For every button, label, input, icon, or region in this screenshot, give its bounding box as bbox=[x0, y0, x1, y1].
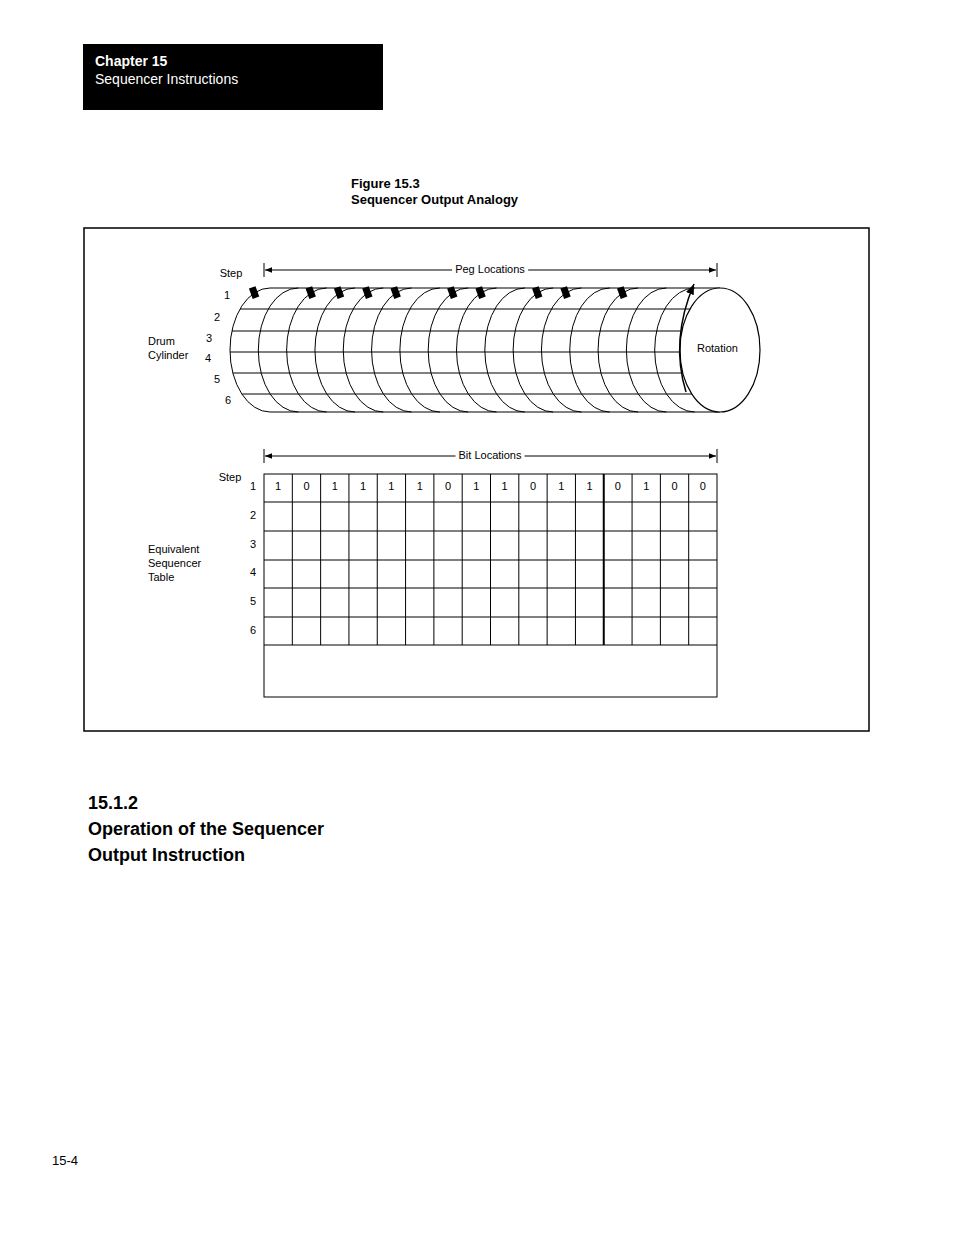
bit-value: 1 bbox=[473, 480, 479, 494]
bit-value: 1 bbox=[388, 480, 394, 494]
step-number: 3 bbox=[206, 332, 212, 346]
drum-cylinder bbox=[230, 286, 720, 412]
bit-value: 0 bbox=[445, 480, 451, 494]
bit-value: 1 bbox=[332, 480, 338, 494]
rotation-arrow bbox=[680, 284, 694, 392]
bit-value: 1 bbox=[558, 480, 564, 494]
drum-end bbox=[680, 288, 760, 412]
step-number: 5 bbox=[250, 595, 256, 609]
step-number: 3 bbox=[250, 538, 256, 552]
figure-label: Peg Locations bbox=[452, 263, 528, 277]
bit-value: 1 bbox=[275, 480, 281, 494]
step-number: 1 bbox=[250, 480, 256, 494]
bit-value: 1 bbox=[502, 480, 508, 494]
bit-value: 1 bbox=[417, 480, 423, 494]
bit-value: 0 bbox=[615, 480, 621, 494]
step-number: 4 bbox=[205, 352, 211, 366]
chapter-title: Sequencer Instructions bbox=[95, 70, 371, 88]
step-number: 6 bbox=[250, 624, 256, 638]
figure-label: Step bbox=[219, 471, 242, 485]
bit-value: 0 bbox=[700, 480, 706, 494]
figure-label: Rotation bbox=[697, 342, 738, 356]
step-number: 1 bbox=[224, 289, 230, 303]
peg-bracket bbox=[264, 263, 717, 277]
section-heading: 15.1.2 bbox=[88, 792, 138, 815]
bit-value: 1 bbox=[360, 480, 366, 494]
figure-caption: Sequencer Output Analogy bbox=[351, 192, 518, 208]
step-number: 2 bbox=[214, 311, 220, 325]
figure-label: Step bbox=[220, 267, 243, 281]
chapter-header-band: Chapter 15Sequencer Instructions bbox=[83, 44, 383, 110]
bit-bracket bbox=[264, 449, 717, 463]
figure-label: Bit Locations bbox=[456, 449, 525, 463]
figure-label: Drum Cylinder bbox=[148, 335, 198, 363]
figure-label: Equivalent Sequencer Table bbox=[148, 543, 208, 584]
sequencer-table bbox=[264, 474, 717, 697]
bit-value: 0 bbox=[530, 480, 536, 494]
section-heading: Output Instruction bbox=[88, 844, 245, 867]
figure-title: Figure 15.3 bbox=[351, 176, 420, 192]
figure-frame bbox=[84, 228, 869, 731]
step-number: 2 bbox=[250, 509, 256, 523]
chapter-number: Chapter 15 bbox=[95, 52, 371, 70]
bit-value: 1 bbox=[587, 480, 593, 494]
bit-value: 0 bbox=[303, 480, 309, 494]
step-number: 6 bbox=[225, 394, 231, 408]
bit-value: 1 bbox=[643, 480, 649, 494]
section-heading: Operation of the Sequencer bbox=[88, 818, 324, 841]
step-number: 4 bbox=[250, 566, 256, 580]
page-number: 15-4 bbox=[52, 1153, 78, 1169]
step-number: 5 bbox=[214, 373, 220, 387]
bit-value: 0 bbox=[671, 480, 677, 494]
